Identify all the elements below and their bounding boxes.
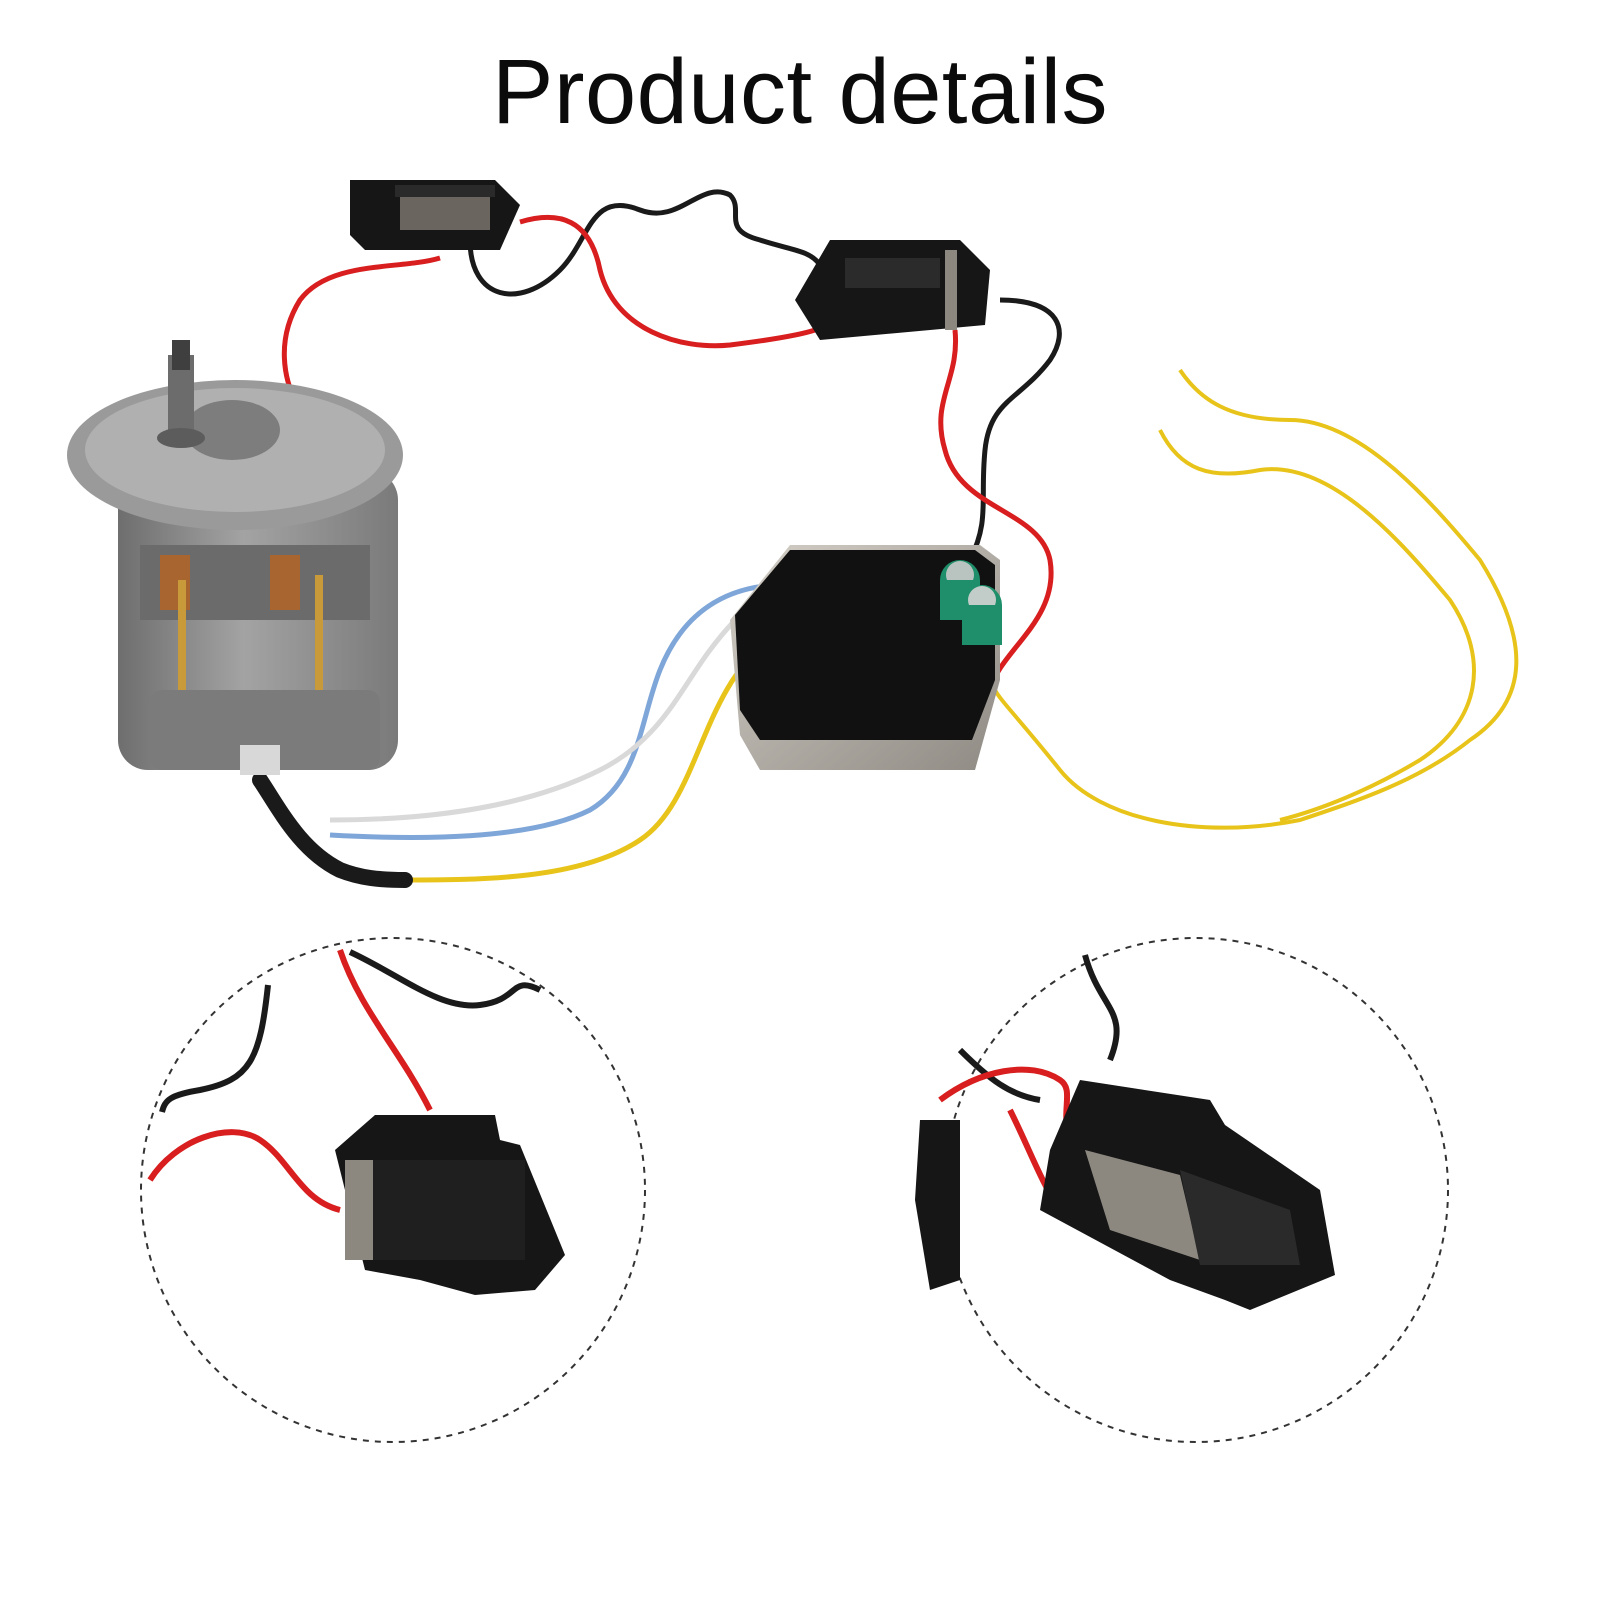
red-wire-motor: [281, 255, 441, 402]
control-board: [730, 545, 1002, 770]
zoom-left-black-wire-2: [348, 949, 542, 1009]
zoom-right-black-wire-2: [957, 1047, 1041, 1103]
zoom-right-connector-body: [915, 1120, 960, 1290]
black-sheath: [252, 772, 413, 888]
yellow-wire-loose-2: [1158, 429, 1476, 822]
zoom-detail-right: [915, 937, 1449, 1443]
battery-connector-1: [350, 180, 520, 250]
black-wire-down: [967, 297, 1062, 562]
red-wire-down: [938, 329, 1054, 691]
zoom-left-red-wire-2: [147, 1129, 341, 1213]
black-wire-top: [467, 189, 823, 297]
red-wire-top: [519, 214, 816, 349]
page-title: Product details: [491, 41, 1109, 143]
battery-connector-2: [795, 240, 990, 340]
zoom-right-black-wire: [1082, 954, 1120, 1062]
dc-motor: [67, 340, 403, 775]
yellow-wire-loose-1: [993, 368, 1519, 830]
zoom-detail-left: [140, 937, 646, 1443]
zoom-left-black-wire: [159, 984, 271, 1113]
zoom-left-red-wire: [337, 949, 433, 1112]
